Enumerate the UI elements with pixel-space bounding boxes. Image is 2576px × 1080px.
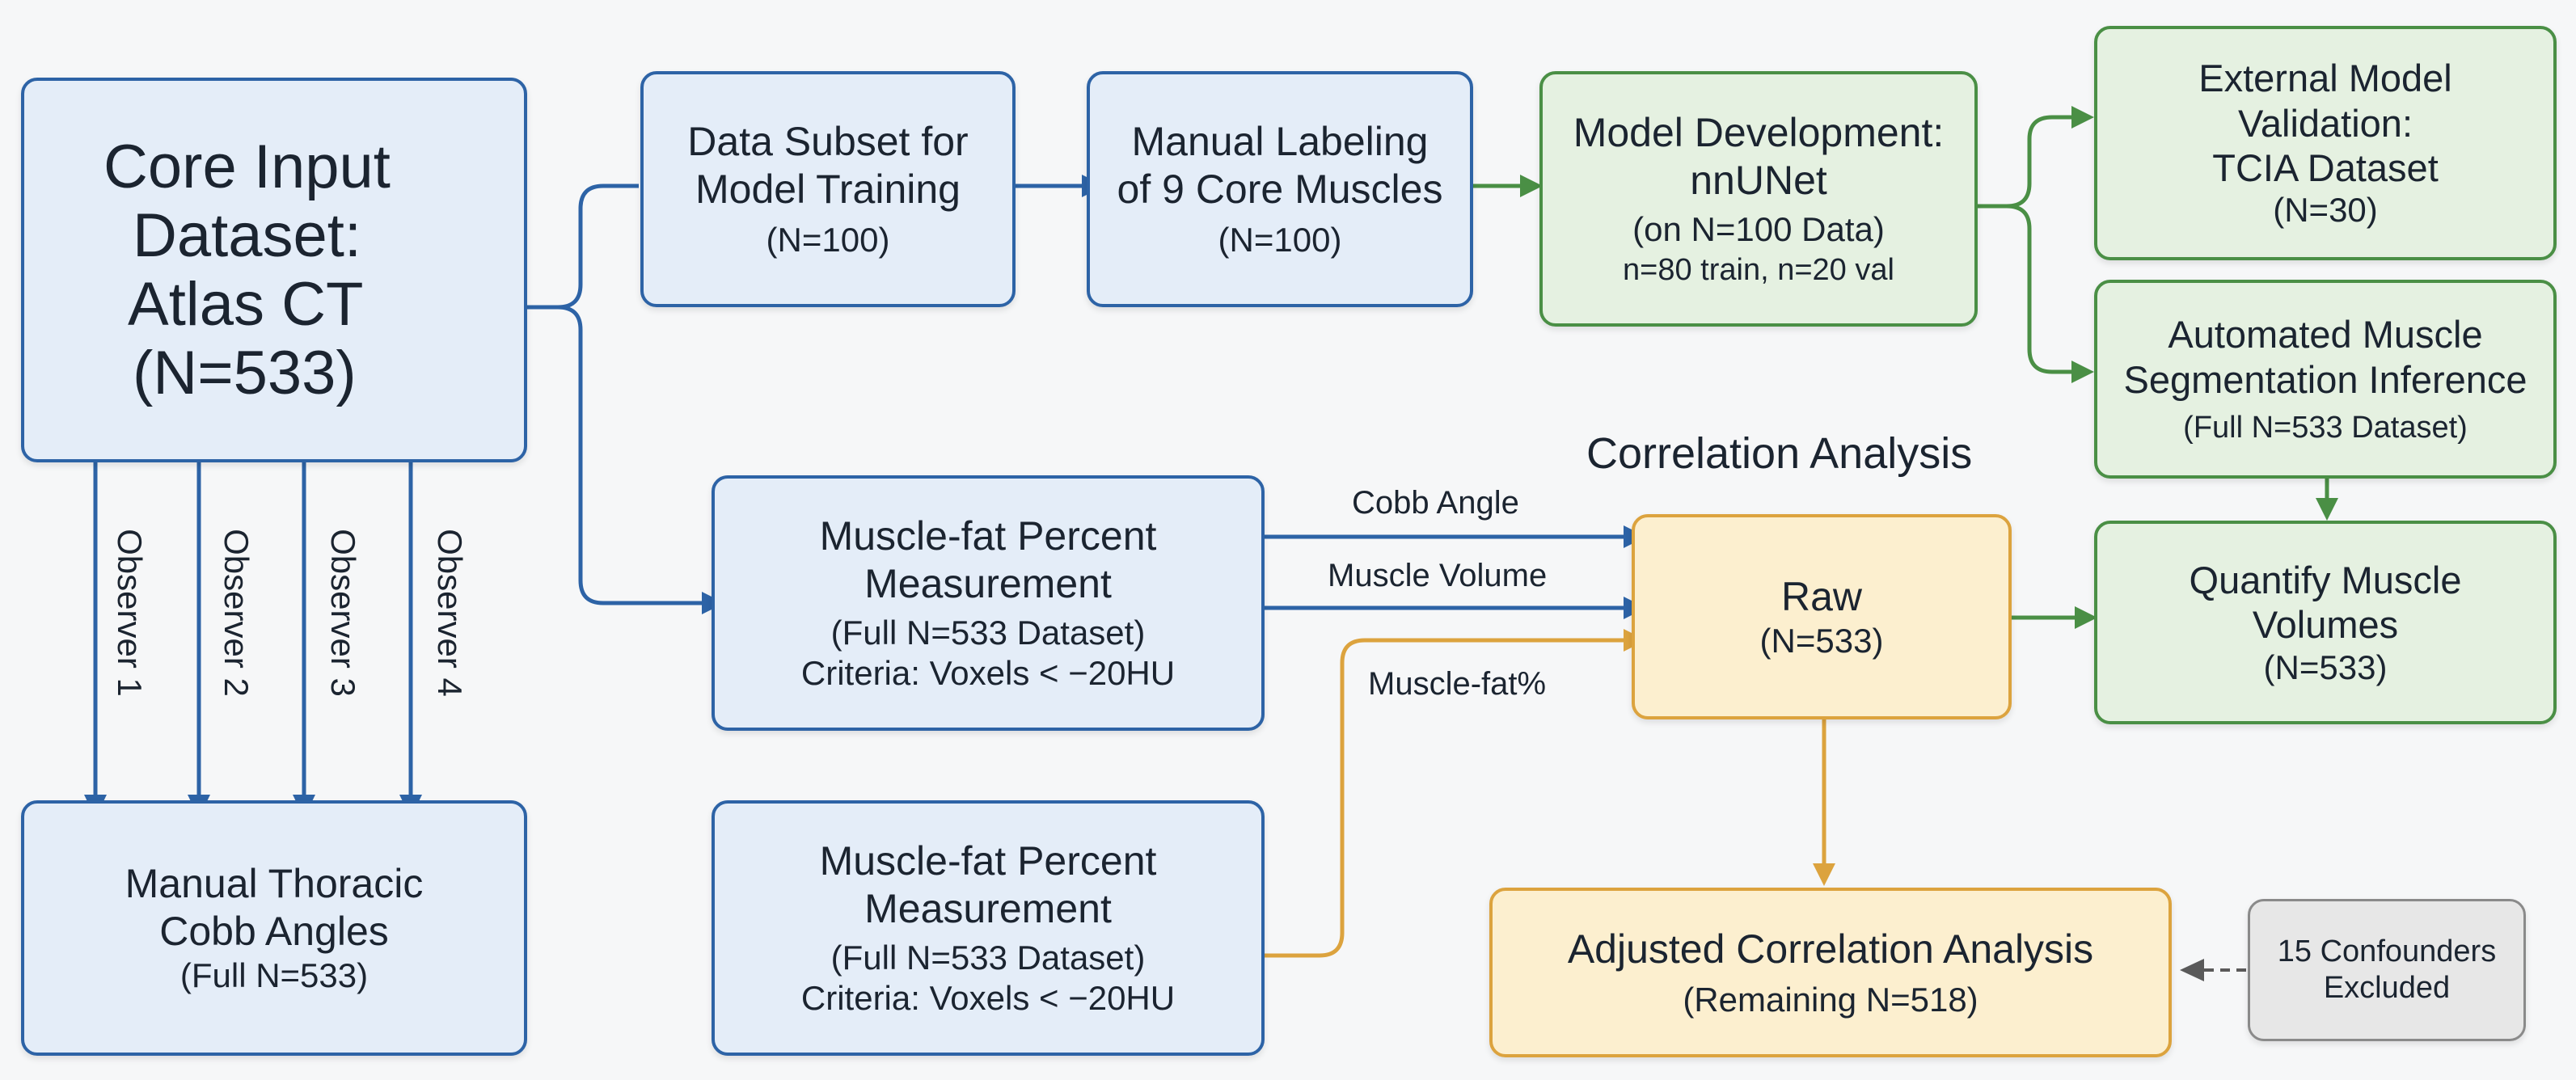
quantify-line-2: Volumes bbox=[2252, 603, 2399, 647]
external-validation-box: External Model Validation: TCIA Dataset … bbox=[2094, 26, 2557, 260]
muscle-fat-1-line-3: (Full N=533 Dataset) bbox=[830, 614, 1146, 652]
muscle-fat-measurement-box-1: Muscle-fat Percent Measurement (Full N=5… bbox=[712, 475, 1265, 731]
quantify-line-1: Quantify Muscle bbox=[2189, 558, 2462, 601]
arrows-blue bbox=[93, 184, 1625, 796]
model-development-box: Model Development: nnUNet (on N=100 Data… bbox=[1539, 71, 1978, 327]
raw-line-2: (N=533) bbox=[1759, 621, 1884, 660]
observer-label-2: Observer 2 bbox=[217, 529, 255, 697]
automated-line-1: Automated Muscle bbox=[2168, 313, 2483, 356]
confounders-line-1: 15 Confounders bbox=[2277, 934, 2497, 969]
muscle-fat-2-line-3: (Full N=533 Dataset) bbox=[830, 939, 1146, 977]
core-title-line-2: Dataset: bbox=[133, 200, 362, 270]
core-title-line-3: Atlas CT bbox=[128, 270, 364, 339]
adjusted-line-1: Adjusted Correlation Analysis bbox=[1567, 926, 2094, 972]
labeling-line-1: Manual Labeling bbox=[1131, 119, 1429, 165]
external-line-3: TCIA Dataset bbox=[2212, 146, 2439, 189]
confounders-excluded-box: 15 Confounders Excluded bbox=[2248, 899, 2526, 1041]
adjusted-correlation-box: Adjusted Correlation Analysis (Remaining… bbox=[1489, 888, 2172, 1057]
arrow-model-to-external bbox=[2006, 115, 2073, 209]
cobb-line-2: Cobb Angles bbox=[159, 909, 389, 955]
confounders-line-2: Excluded bbox=[2323, 971, 2451, 1005]
muscle-fat-2-line-2: Measurement bbox=[864, 886, 1112, 932]
automated-line-3: (Full N=533 Dataset) bbox=[2183, 411, 2468, 445]
raw-line-1: Raw bbox=[1780, 573, 1863, 619]
arrow-muscle-fat-2-to-raw bbox=[1263, 638, 1625, 958]
muscle-fat-1-line-1: Muscle-fat Percent bbox=[819, 513, 1157, 559]
automated-line-2: Segmentation Inference bbox=[2123, 357, 2527, 401]
core-title-line-1: Core Input bbox=[103, 132, 391, 201]
arrowheads-green bbox=[1520, 106, 2338, 629]
labeling-line-3: (N=100) bbox=[1218, 221, 1342, 259]
arrows-orange bbox=[1263, 638, 1826, 958]
observer-label-4: Observer 4 bbox=[431, 529, 469, 697]
manual-labeling-box: Manual Labeling of 9 Core Muscles (N=100… bbox=[1087, 71, 1473, 307]
subset-line-1: Data Subset for bbox=[687, 119, 969, 165]
data-subset-box: Data Subset for Model Training (N=100) bbox=[640, 71, 1016, 307]
core-title-line-4: (N=533) bbox=[133, 339, 357, 408]
arrow-core-to-muscle-fat bbox=[557, 305, 703, 605]
label-muscle-fat-percent: Muscle-fat% bbox=[1368, 666, 1547, 702]
observer-label-3: Observer 3 bbox=[324, 529, 362, 697]
label-muscle-volume: Muscle Volume bbox=[1328, 558, 1548, 593]
quantify-volumes-box: Quantify Muscle Volumes (N=533) bbox=[2094, 521, 2557, 724]
labeling-line-2: of 9 Core Muscles bbox=[1117, 167, 1443, 213]
quantify-line-3: (N=533) bbox=[2263, 648, 2388, 686]
cobb-line-1: Manual Thoracic bbox=[125, 861, 424, 907]
muscle-fat-2-line-4: Criteria: Voxels < −20HU bbox=[800, 979, 1176, 1017]
arrowhead-confounders bbox=[2180, 959, 2204, 981]
arrow-core-branch bbox=[526, 184, 639, 310]
arrowhead-adjusted bbox=[1813, 863, 1835, 886]
model-line-4: n=80 train, n=20 val bbox=[1623, 253, 1894, 288]
muscle-fat-1-line-2: Measurement bbox=[864, 561, 1112, 607]
arrowhead-automated bbox=[2071, 361, 2094, 383]
raw-box: Raw (N=533) bbox=[1632, 514, 2012, 719]
arrowhead-model bbox=[1520, 175, 1543, 197]
arrowhead-quantify-left bbox=[2075, 606, 2097, 629]
subset-line-3: (N=100) bbox=[766, 221, 890, 259]
model-line-2: nnUNet bbox=[1690, 157, 1827, 203]
automated-segmentation-box: Automated Muscle Segmentation Inference … bbox=[2094, 280, 2557, 479]
muscle-fat-measurement-box-2: Muscle-fat Percent Measurement (Full N=5… bbox=[712, 800, 1265, 1056]
muscle-fat-1-line-4: Criteria: Voxels < −20HU bbox=[800, 654, 1176, 692]
label-cobb-angle: Cobb Angle bbox=[1352, 485, 1519, 521]
external-line-2: Validation: bbox=[2238, 101, 2413, 145]
arrowhead-quantify-top bbox=[2316, 498, 2338, 521]
model-line-3: (on N=100 Data) bbox=[1632, 209, 1885, 248]
core-input-dataset-box: Core Input Dataset: Atlas CT (N=533) bbox=[21, 78, 527, 462]
arrowhead-external bbox=[2071, 106, 2094, 129]
muscle-fat-2-line-1: Muscle-fat Percent bbox=[819, 838, 1157, 884]
cobb-line-3: (Full N=533) bbox=[179, 956, 369, 995]
correlation-analysis-title: Correlation Analysis bbox=[1586, 429, 1973, 478]
arrow-model-to-automated bbox=[2006, 204, 2073, 374]
external-line-4: (N=30) bbox=[2273, 191, 2378, 230]
arrows-green bbox=[1472, 115, 2329, 620]
subset-line-2: Model Training bbox=[695, 167, 961, 213]
cobb-angles-box: Manual Thoracic Cobb Angles (Full N=533) bbox=[21, 800, 527, 1056]
model-line-1: Model Development: bbox=[1573, 109, 1945, 155]
external-line-1: External Model bbox=[2198, 57, 2452, 100]
observer-label-1: Observer 1 bbox=[111, 529, 149, 697]
adjusted-line-2: (Remaining N=518) bbox=[1683, 980, 1978, 1019]
